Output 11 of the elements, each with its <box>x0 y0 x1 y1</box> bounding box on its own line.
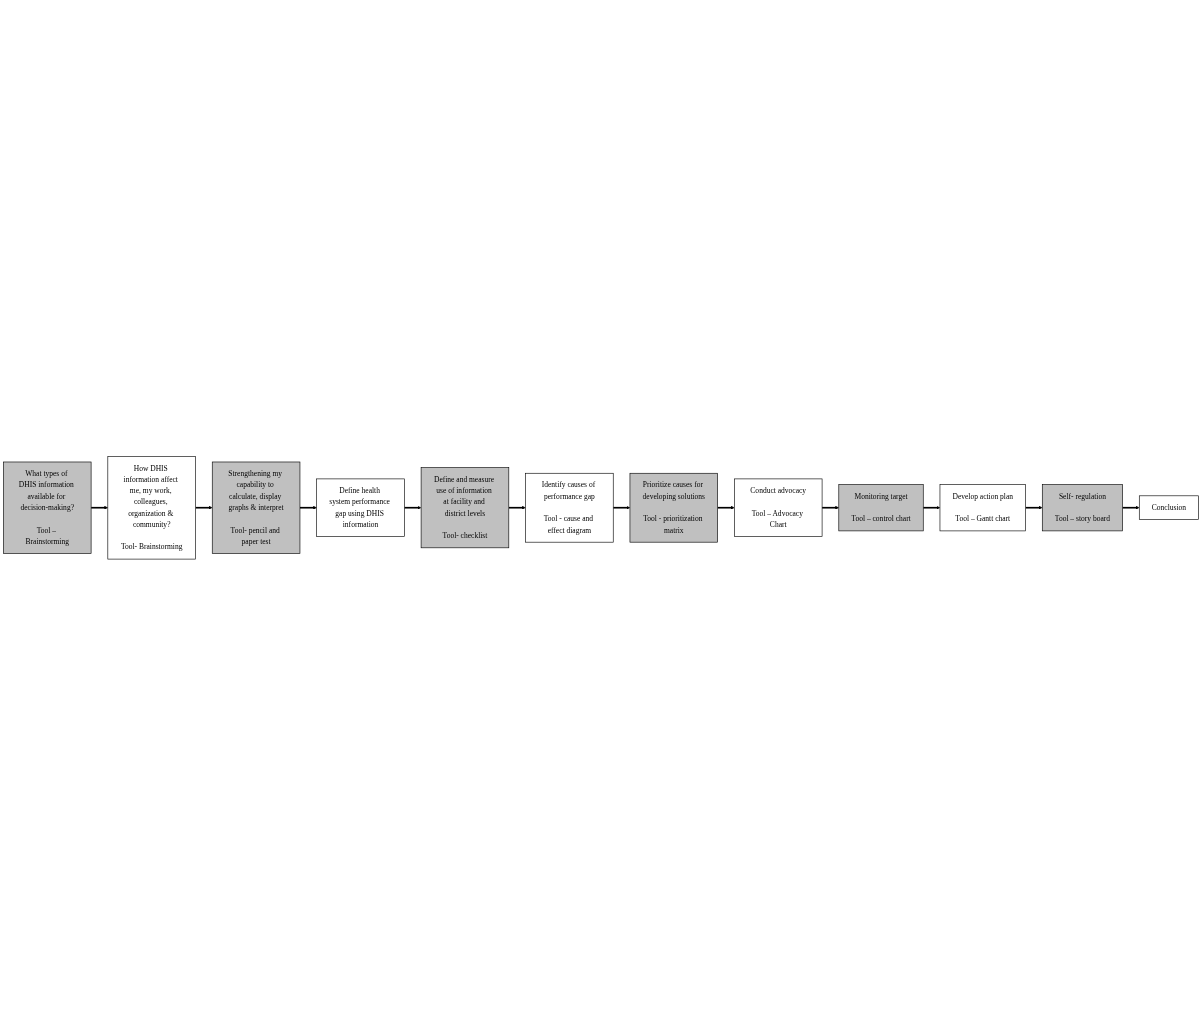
arrow <box>299 505 317 510</box>
arrow <box>716 505 735 510</box>
arrow <box>1121 505 1140 510</box>
arrow <box>90 505 108 510</box>
arrow <box>922 505 941 510</box>
arrow <box>1024 505 1043 510</box>
arrow <box>507 505 526 510</box>
arrow <box>403 505 422 510</box>
arrow <box>821 505 839 510</box>
arrow <box>612 505 631 510</box>
arrow <box>194 505 213 510</box>
